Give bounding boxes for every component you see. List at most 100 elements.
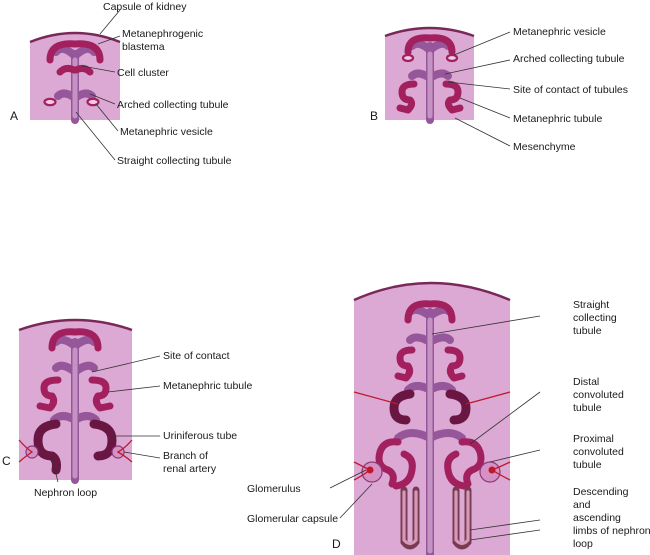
panel-a-letter: A	[10, 109, 18, 123]
panel-d-distal-label-2: convoluted	[573, 389, 624, 401]
panel-a-arched-label: Arched collecting tubule	[117, 99, 229, 111]
panel-d-proximal-left	[392, 450, 416, 490]
panel-a-leader-arched	[89, 93, 116, 105]
panel-b-letter: B	[370, 109, 378, 123]
panel-d-leader-capsule	[339, 483, 373, 519]
panel-d-distal-label-3: tubule	[573, 402, 602, 414]
panel-d-leader-straight	[431, 315, 541, 335]
panel-d-uriniferous-right	[445, 389, 471, 425]
panel-d-collecting-duct	[394, 305, 466, 555]
panel-d-glomerular-capsule-label: Glomerular capsule	[247, 513, 338, 525]
panel-c-leader-contact	[91, 355, 161, 373]
panel-d-limbs-label-5: loop	[573, 538, 593, 550]
panel-d: Straight collecting tubule Distal convol…	[247, 281, 650, 555]
panel-d-leader-limbs-1	[469, 519, 541, 531]
panel-d-leader-glomerulus	[329, 469, 367, 489]
panel-c-leader-branch	[123, 451, 161, 459]
panel-d-letter: D	[332, 537, 341, 551]
panel-d-proximal-right	[444, 450, 468, 490]
panel-d-nephron-loop-right-inner	[454, 490, 470, 546]
panel-c-contact-label: Site of contact	[163, 350, 230, 362]
panel-d-limbs-label-3: ascending	[573, 512, 621, 524]
panel-a-capsule	[29, 31, 121, 44]
panel-d-proximal-label-1: Proximal	[573, 433, 614, 445]
panel-d-artery-right-upper	[465, 391, 511, 405]
panel-b-vesicle-right	[445, 53, 459, 63]
panel-b-leader-mesenchyme	[454, 117, 511, 147]
panel-d-proximal-label-3: tubule	[573, 459, 602, 471]
panel-d-tubule-left-upper	[394, 346, 416, 382]
panel-c-uriniferous-label: Uriniferous tube	[163, 430, 237, 442]
panel-b-cap	[404, 34, 456, 56]
panel-b-leader-tubule	[459, 97, 511, 119]
panel-d-leader-distal	[469, 391, 541, 445]
panel-d-limbs-label-2: and	[573, 499, 591, 511]
panel-d-cap	[404, 300, 456, 324]
panel-d-tubule-right-upper	[444, 346, 466, 382]
panel-c-uriniferous-left	[33, 419, 61, 475]
panel-d-straight-label-2: collecting	[573, 312, 617, 324]
panel-d-straight-label-3: tubule	[573, 325, 602, 337]
panel-a-leader-vesicle	[95, 103, 119, 132]
panel-a-vesicle-right	[86, 97, 100, 107]
panel-a-blastema-label-2: blastema	[122, 41, 165, 53]
panel-a-vesicle-label: Metanephric vesicle	[120, 126, 213, 138]
panel-c-uriniferous-right	[89, 419, 117, 461]
panel-a: Capsule of kidney Metanephrogenic blaste…	[10, 1, 232, 167]
panel-c-tubule-label: Metanephric tubule	[163, 380, 252, 392]
panel-b-vesicle-label: Metanephric vesicle	[513, 26, 606, 38]
panel-c-collecting-duct	[50, 335, 100, 484]
panel-c-cap	[48, 328, 102, 352]
panel-c-leader-tubule	[107, 385, 161, 393]
panel-d-straight-label-1: Straight	[573, 299, 609, 311]
panel-d-artery-left-upper	[353, 391, 399, 405]
panel-a-cell-cluster	[56, 64, 94, 76]
panel-c-letter: C	[2, 454, 11, 468]
panel-b-leader-contact	[447, 81, 511, 90]
panel-a-cell-cluster-label: Cell cluster	[117, 67, 169, 79]
panel-b-arched-label: Arched collecting tubule	[513, 53, 625, 65]
panel-b-capsule	[384, 26, 475, 38]
panel-b-tubule-label: Metanephric tubule	[513, 113, 602, 125]
panel-a-leader-cluster	[81, 65, 116, 73]
panel-c-artery-right	[116, 439, 133, 463]
panel-c-branch-label-2: renal artery	[163, 463, 217, 475]
panel-b: Metanephric vesicle Arched collecting tu…	[370, 26, 628, 153]
panel-d-proximal-label-2: convoluted	[573, 446, 624, 458]
panel-c-nephron-loop-label: Nephron loop	[34, 487, 97, 499]
panel-a-leader-straight	[75, 111, 116, 161]
panel-a-blastema-label-1: Metanephrogenic	[122, 28, 203, 40]
panel-d-uriniferous-left	[389, 389, 415, 425]
panel-a-straight-label: Straight collecting tubule	[117, 155, 232, 167]
panel-d-limbs-label-1: Descending	[573, 486, 629, 498]
panel-b-leader-arched	[444, 59, 511, 75]
panel-a-leader-capsule	[99, 9, 121, 35]
panel-d-leader-proximal	[489, 449, 541, 463]
panel-d-leader-limbs-2	[469, 529, 541, 541]
panel-d-capsule	[353, 281, 511, 302]
panel-d-distal-label-1: Distal	[573, 376, 599, 388]
panel-d-artery-left-lower	[353, 461, 372, 481]
panel-a-blastema	[46, 40, 104, 64]
panel-d-distal-right	[458, 438, 485, 488]
panel-a-leader-blastema	[97, 35, 121, 45]
panel-c-branch-label-1: Branch of	[163, 450, 208, 462]
panel-c: Site of contact Metanephric tubule Urini…	[2, 318, 252, 499]
panel-b-tubule-left	[396, 80, 418, 114]
panel-c-capsule	[18, 318, 133, 332]
panel-b-vesicle-left	[401, 53, 415, 63]
panel-c-tubule-right	[88, 376, 114, 412]
panel-d-glomerulus-label: Glomerulus	[247, 483, 301, 495]
panel-d-limbs-label-4: limbs of nephron	[573, 525, 650, 537]
panel-a-capsule-label: Capsule of kidney	[103, 1, 187, 13]
panel-b-contact-label: Site of contact of tubules	[513, 84, 628, 96]
panel-c-artery-left	[18, 439, 34, 463]
panel-b-mesenchyme-label: Mesenchyme	[513, 141, 576, 153]
panel-b-leader-vesicle	[453, 31, 511, 56]
panel-b-tubule-right	[442, 80, 464, 114]
panel-c-leader-nephron-loop	[51, 457, 59, 483]
panel-d-nephron-loop-left-inner	[402, 490, 418, 546]
panel-a-vesicle-left	[43, 97, 57, 107]
panel-c-tubule-left	[36, 376, 62, 412]
